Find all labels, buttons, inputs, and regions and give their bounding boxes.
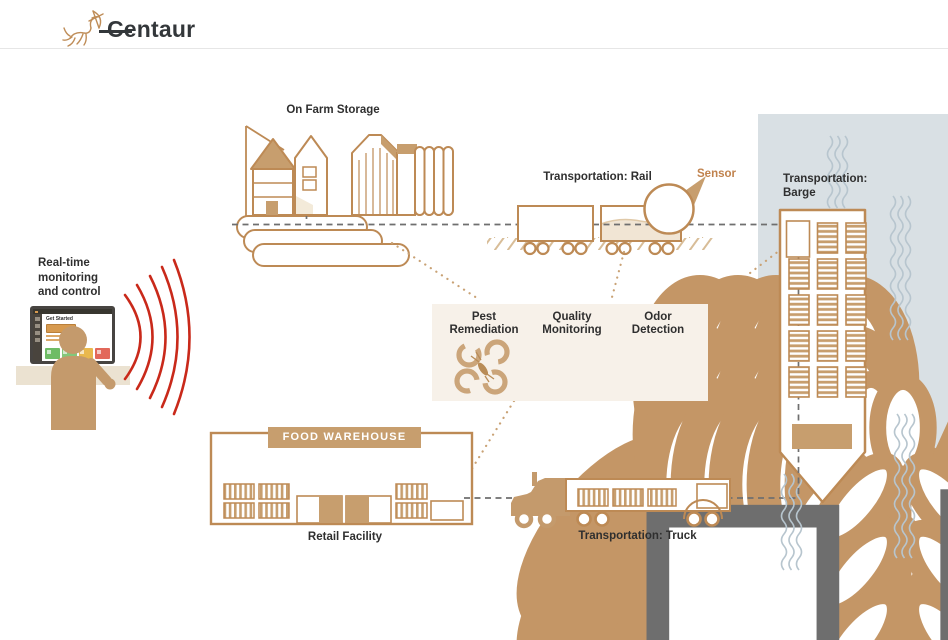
screen-sidebar-icon — [35, 338, 40, 342]
label-monitoring: Real-time monitoring and control — [38, 257, 101, 298]
barge-hatch — [816, 330, 839, 362]
grain-bags — [236, 215, 410, 267]
barge-hatch — [816, 222, 839, 254]
food-warehouse-banner: FOOD WAREHOUSE — [268, 427, 421, 448]
screen-card-green — [45, 348, 60, 359]
food-warehouse-building — [209, 431, 857, 640]
rail-wheels — [523, 241, 675, 256]
barge-hatch — [788, 294, 810, 326]
barge-hatch — [816, 294, 839, 326]
barge-hatch — [788, 330, 810, 362]
person-arm — [86, 358, 112, 386]
grain-elevator — [351, 134, 454, 216]
barge-hatch — [845, 222, 867, 254]
operator-person — [51, 326, 116, 430]
barge — [778, 208, 867, 504]
silo-sensor-icon — [302, 166, 317, 191]
barge-hatches — [788, 222, 867, 398]
screen-sidebar-icon — [35, 331, 40, 335]
brand-name-bar — [99, 30, 132, 33]
barge-sensor-icon — [785, 220, 811, 258]
screen-link — [46, 339, 62, 341]
label-transportation-truck: Transportation: Truck — [578, 530, 697, 542]
screen-heading: Get Started — [46, 316, 73, 322]
water-waves — [780, 135, 916, 571]
signal-waves-icon — [123, 258, 191, 416]
screen-card-red — [95, 348, 110, 359]
barge-hatch — [845, 258, 867, 290]
warehouse-sensor-icon — [430, 500, 857, 640]
label-on-farm-storage: On Farm Storage — [286, 104, 380, 116]
barge-hatch — [845, 366, 867, 398]
pest-remediation-icon — [454, 339, 510, 395]
screen-topbar — [33, 309, 112, 314]
barge-hatch — [788, 366, 810, 398]
label-retail-facility: Retail Facility — [307, 531, 383, 543]
screen-link — [46, 335, 66, 337]
barge-hatch — [788, 258, 810, 290]
header-divider — [0, 48, 948, 49]
truck-sensor-icon — [696, 483, 948, 640]
screen-sidebar-icon — [35, 317, 40, 321]
rail-car-box — [517, 205, 594, 242]
barge-hatch — [816, 258, 839, 290]
rail-sensor-callout — [643, 176, 706, 235]
person-head — [59, 326, 87, 354]
label-transportation-rail: Transportation: Rail — [543, 171, 652, 183]
screen-logo-dot — [35, 310, 38, 313]
warehouse-doors — [296, 495, 392, 524]
barge-cabin — [792, 424, 852, 449]
screen-sidebar-icon — [35, 324, 40, 328]
barge-hatch — [845, 330, 867, 362]
barge-hatch — [845, 294, 867, 326]
truck — [511, 472, 948, 640]
barge-hatch — [816, 366, 839, 398]
screen-sidebar — [33, 314, 42, 361]
farm-silos — [245, 125, 328, 216]
centaur-logo-icon — [62, 10, 104, 47]
label-transportation-barge: Transportation: Barge — [783, 173, 868, 199]
label-sensor: Sensor — [697, 168, 736, 180]
person-torso — [51, 356, 96, 430]
person-hand — [104, 378, 116, 390]
brand-name: Centaur — [107, 16, 196, 42]
screen-card-yellow — [78, 348, 94, 359]
